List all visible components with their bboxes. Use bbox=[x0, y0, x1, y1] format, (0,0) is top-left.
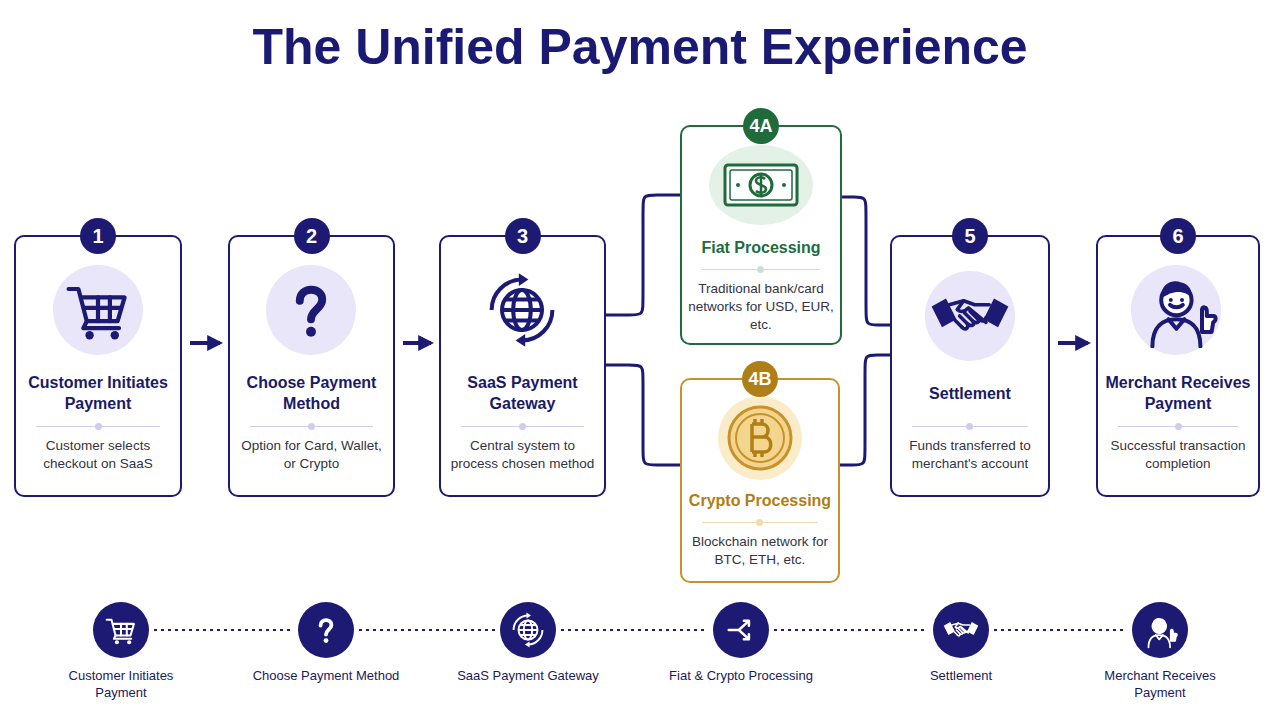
step-number: 5 bbox=[952, 218, 988, 254]
question-icon bbox=[300, 290, 322, 337]
step-title: Customer Initiates Payment bbox=[21, 370, 175, 418]
branch-box: 4BCrypto ProcessingBlockchain network fo… bbox=[680, 378, 840, 583]
flow-connector bbox=[606, 195, 680, 315]
dotted-connector bbox=[154, 629, 293, 631]
step-number: 6 bbox=[1160, 218, 1196, 254]
flow-connector bbox=[1058, 341, 1088, 345]
divider-dot bbox=[519, 423, 526, 430]
step-circle: Customer Initiates Payment bbox=[93, 602, 149, 658]
flow-connector bbox=[842, 197, 890, 325]
step-circle bbox=[500, 602, 556, 658]
step-label: Customer Initiates Payment bbox=[46, 668, 196, 702]
step-number: 4B bbox=[742, 361, 778, 397]
step-title: Merchant Receives Payment bbox=[1103, 370, 1253, 418]
step-label: SaaS Payment Gateway bbox=[453, 668, 603, 685]
step-label: Fiat & Crypto Processing bbox=[666, 668, 816, 685]
dotted-connector bbox=[561, 629, 708, 631]
divider-line bbox=[702, 269, 820, 270]
flow-connector bbox=[606, 365, 680, 465]
icon-ground bbox=[709, 145, 813, 225]
divider-dot bbox=[756, 519, 763, 526]
merchant-icon bbox=[1152, 281, 1215, 346]
divider-dot bbox=[95, 423, 102, 430]
step-circle: Merchant Receives Payment bbox=[1132, 602, 1188, 658]
process-box: 6Merchant Receives PaymentSuccessful tra… bbox=[1096, 235, 1260, 497]
divider-dot bbox=[1175, 423, 1182, 430]
divider-line bbox=[36, 426, 159, 427]
step-title: Settlement bbox=[897, 370, 1043, 418]
divider-line bbox=[912, 426, 1029, 427]
step-circle: SaaS Payment Gateway bbox=[500, 602, 556, 658]
divider-dot bbox=[757, 266, 764, 273]
divider-line bbox=[1118, 426, 1238, 427]
step-description: Funds transferred to merchant's account bbox=[897, 437, 1043, 473]
process-box: 3SaaS Payment GatewayCentral system to p… bbox=[439, 235, 606, 497]
flow-connector bbox=[403, 341, 431, 345]
step-title: Choose Payment Method bbox=[235, 370, 388, 418]
step-number: 1 bbox=[80, 218, 116, 254]
step-circle: Fiat & Crypto Processing bbox=[713, 602, 769, 658]
dotted-connector bbox=[994, 629, 1127, 631]
step-title: Fiat Processing bbox=[687, 235, 835, 261]
dotted-connector bbox=[359, 629, 495, 631]
dotted-connector bbox=[774, 629, 928, 631]
cart-icon bbox=[69, 289, 125, 339]
flow-connector bbox=[190, 341, 220, 345]
merchant-icon bbox=[1148, 618, 1176, 647]
icon-ground bbox=[925, 271, 1015, 361]
step-description: Option for Card, Wallet, or Crypto bbox=[235, 437, 388, 473]
step-circle bbox=[713, 602, 769, 658]
step-title: SaaS Payment Gateway bbox=[446, 370, 599, 418]
divider-line bbox=[461, 426, 583, 427]
step-description: Traditional bank/card networks for USD, … bbox=[687, 280, 835, 335]
step-description: Successful transaction completion bbox=[1103, 437, 1253, 473]
split-icon bbox=[729, 621, 749, 640]
handshake-icon bbox=[944, 622, 979, 636]
icon-ground bbox=[1131, 265, 1221, 355]
step-number: 2 bbox=[294, 218, 330, 254]
process-box: 1Customer Initiates PaymentCustomer sele… bbox=[14, 235, 182, 497]
step-label: Choose Payment Method bbox=[251, 668, 401, 685]
divider-dot bbox=[966, 423, 973, 430]
bitcoin-icon bbox=[718, 396, 802, 480]
step-circle: Choose Payment Method bbox=[298, 602, 354, 658]
step-circle bbox=[1132, 602, 1188, 658]
step-description: Customer selects checkout on SaaS bbox=[21, 437, 175, 473]
icon-ground bbox=[53, 265, 143, 355]
icon-ground bbox=[266, 265, 356, 355]
divider-line bbox=[250, 426, 372, 427]
question-icon bbox=[321, 620, 332, 643]
cart-icon bbox=[107, 620, 134, 644]
branch-box: 4AFiat ProcessingTraditional bank/card n… bbox=[680, 125, 842, 345]
step-description: Blockchain network for BTC, ETH, etc. bbox=[687, 533, 833, 569]
flow-connector bbox=[840, 355, 890, 465]
step-circle bbox=[93, 602, 149, 658]
divider-line bbox=[702, 522, 819, 523]
step-circle: Settlement bbox=[933, 602, 989, 658]
step-label: Merchant Receives Payment bbox=[1085, 668, 1235, 702]
step-circle bbox=[298, 602, 354, 658]
banknote-icon bbox=[725, 165, 797, 205]
step-title: Crypto Processing bbox=[687, 488, 833, 514]
step-number: 3 bbox=[505, 218, 541, 254]
step-label: Settlement bbox=[886, 668, 1036, 685]
globe-icon bbox=[492, 273, 553, 347]
process-box: 5SettlementFunds transferred to merchant… bbox=[890, 235, 1050, 497]
handshake-icon bbox=[932, 298, 1009, 328]
step-description: Central system to process chosen method bbox=[446, 437, 599, 473]
step-circle bbox=[933, 602, 989, 658]
diagram-title: The Unified Payment Experience bbox=[0, 18, 1280, 76]
divider-dot bbox=[308, 423, 315, 430]
process-box: 2Choose Payment MethodOption for Card, W… bbox=[228, 235, 395, 497]
step-number: 4A bbox=[743, 108, 779, 144]
globe-icon bbox=[514, 613, 543, 648]
